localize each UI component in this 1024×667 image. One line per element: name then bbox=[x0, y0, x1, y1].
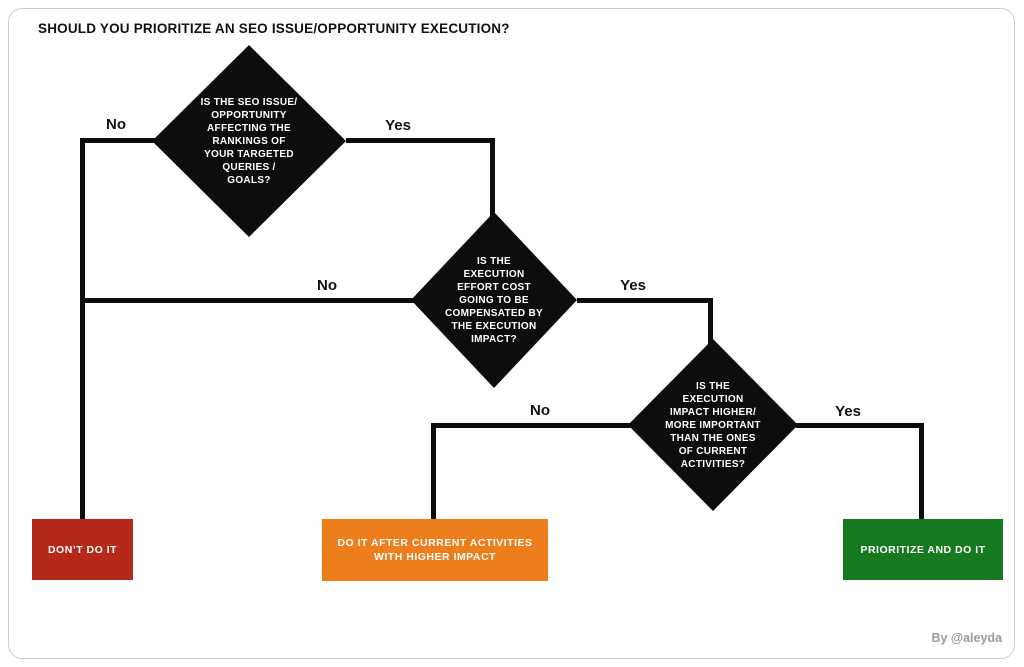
edge-d3-no-vertical bbox=[431, 423, 436, 519]
edge-d3-no-horizontal bbox=[431, 423, 632, 428]
decision-question: IS THE EXECUTION IMPACT HIGHER/ MORE IMP… bbox=[665, 380, 761, 470]
outcome-label: DON’T DO IT bbox=[47, 543, 118, 556]
outcome-prioritize-and-do-it: PRIORITIZE AND DO IT bbox=[843, 519, 1003, 580]
edge-d3-yes-horizontal bbox=[796, 423, 924, 428]
edge-label-d1-yes: Yes bbox=[385, 117, 411, 134]
page-title: SHOULD YOU PRIORITIZE AN SEO ISSUE/OPPOR… bbox=[38, 21, 510, 36]
edge-d3-yes-vertical bbox=[919, 423, 924, 519]
decision-node-rankings: IS THE SEO ISSUE/ OPPORTUNITY AFFECTING … bbox=[152, 45, 346, 237]
outcome-label: PRIORITIZE AND DO IT bbox=[860, 543, 986, 556]
edge-label-d2-yes: Yes bbox=[620, 277, 646, 294]
decision-node-effort-cost: IS THE EXECUTION EFFORT COST GOING TO BE… bbox=[411, 212, 577, 388]
edge-d1-no-horizontal bbox=[80, 138, 155, 143]
outcome-dont-do-it: DON’T DO IT bbox=[32, 519, 133, 580]
edge-d2-yes-horizontal bbox=[577, 298, 713, 303]
edge-no-vertical bbox=[80, 138, 85, 521]
edge-label-d3-no: No bbox=[530, 402, 550, 419]
edge-d1-yes-vertical bbox=[490, 138, 495, 218]
edge-label-d2-no: No bbox=[317, 277, 337, 294]
outcome-do-after-current: DO IT AFTER CURRENT ACTIVITIES WITH HIGH… bbox=[322, 519, 548, 581]
decision-question: IS THE EXECUTION EFFORT COST GOING TO BE… bbox=[445, 255, 543, 345]
outcome-label: DO IT AFTER CURRENT ACTIVITIES WITH HIGH… bbox=[337, 537, 533, 563]
edge-d1-yes-horizontal bbox=[346, 138, 495, 143]
edge-label-d1-no: No bbox=[106, 116, 126, 133]
attribution: By @aleyda bbox=[931, 631, 1002, 645]
edge-d2-no-horizontal bbox=[80, 298, 415, 303]
edge-d2-yes-vertical bbox=[708, 298, 713, 346]
edge-label-d3-yes: Yes bbox=[835, 403, 861, 420]
decision-question: IS THE SEO ISSUE/ OPPORTUNITY AFFECTING … bbox=[200, 96, 298, 186]
decision-node-impact-compare: IS THE EXECUTION IMPACT HIGHER/ MORE IMP… bbox=[628, 339, 798, 511]
